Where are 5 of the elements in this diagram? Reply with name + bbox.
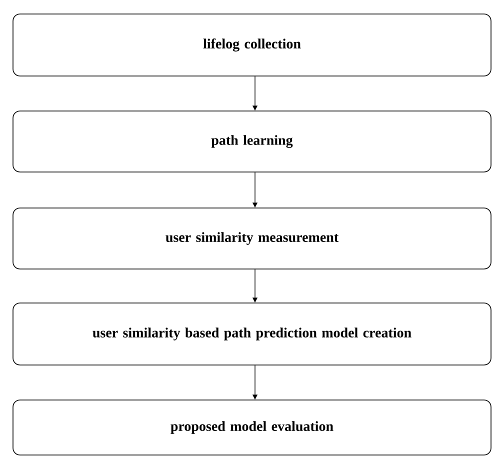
process-box: lifelog collection bbox=[12, 14, 492, 76]
process-box: proposed model evaluation bbox=[12, 400, 492, 456]
process-box: user similarity based path prediction model creation bbox=[12, 302, 492, 366]
process-box: user similarity measurement bbox=[12, 208, 492, 270]
process-box: path learning bbox=[12, 110, 492, 172]
